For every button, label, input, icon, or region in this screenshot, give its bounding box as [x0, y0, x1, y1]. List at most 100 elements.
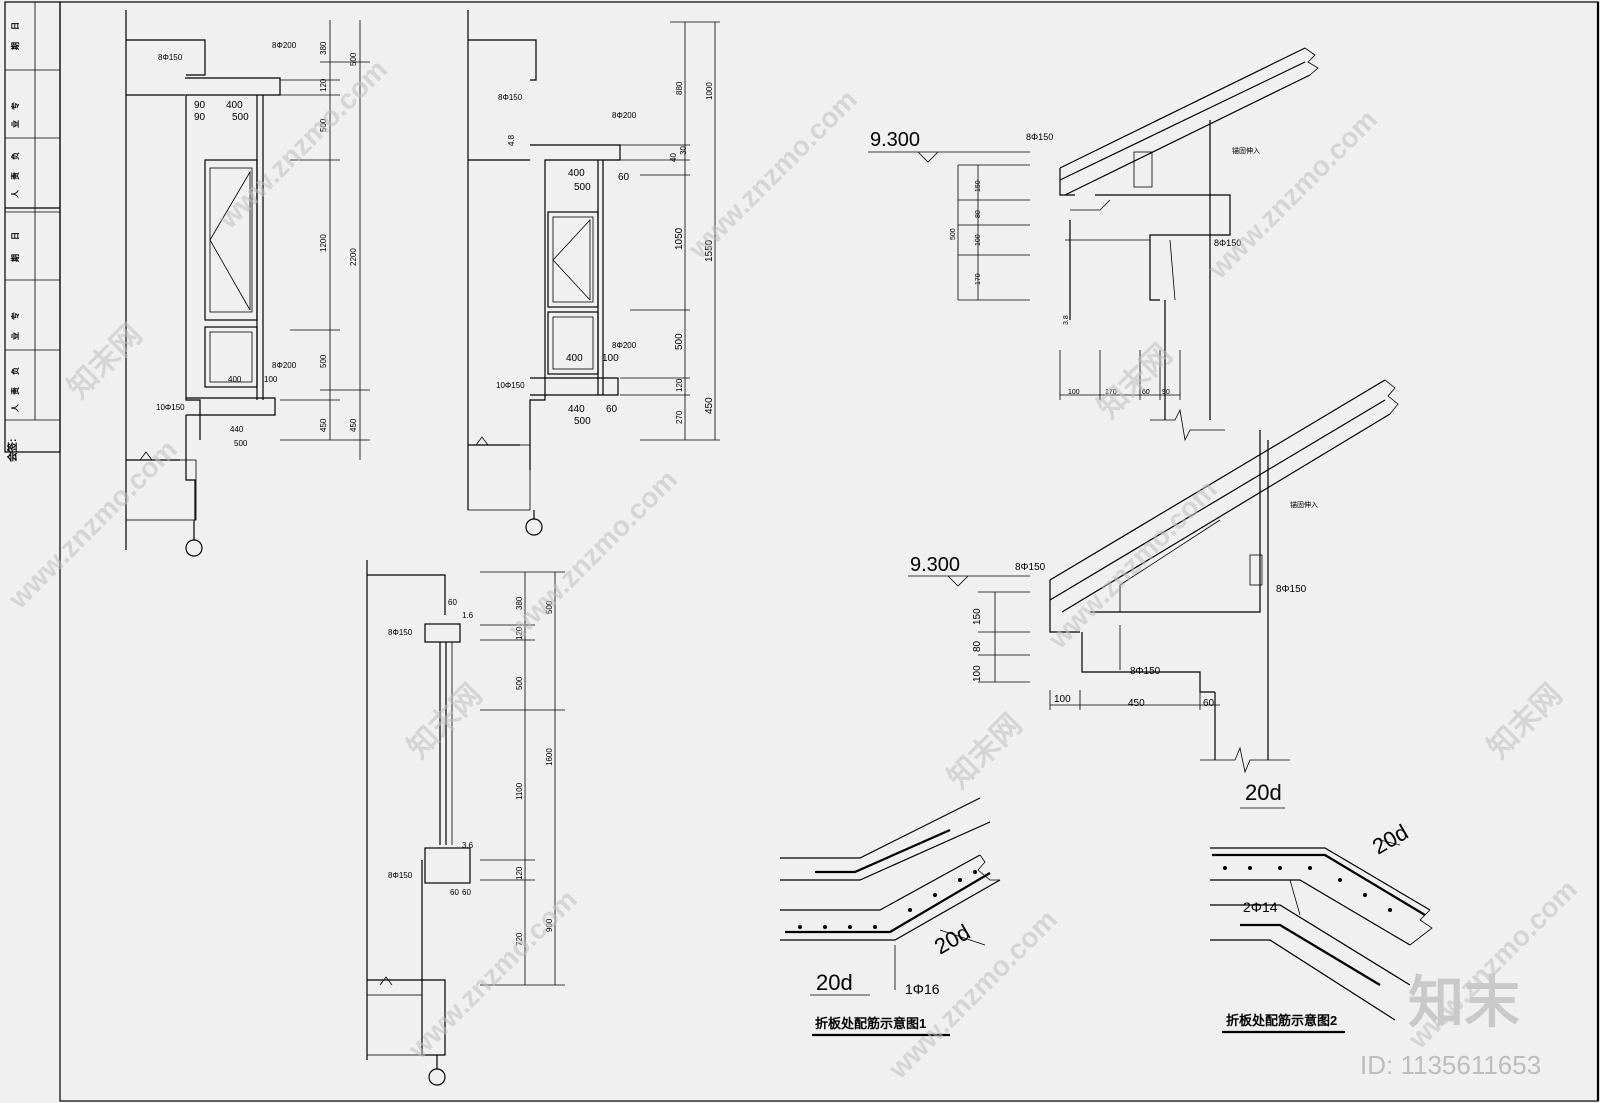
- d3-dim-h-1: 120: [515, 626, 524, 640]
- r2-rebar-3: 8Φ150: [1130, 666, 1161, 677]
- d2-dim-w-5: 440: [568, 404, 585, 415]
- d1-dim-w-3: 500: [232, 112, 249, 123]
- roof-eave-detail-1: 9.300 8Φ150 8Φ150 锚固伸入 3.8 150 80 100 17…: [868, 47, 1319, 442]
- r1-dim-v-1: 80: [975, 210, 982, 218]
- d2-dim-w-1: 60: [618, 172, 630, 183]
- d1-dim-h-6: 500: [349, 52, 358, 66]
- d2-dim-h-5: 120: [675, 378, 684, 392]
- r2-level: 9.300: [910, 554, 960, 576]
- d2-dim-h-8: 1550: [704, 239, 715, 262]
- r2-dim-v-2: 100: [972, 665, 983, 682]
- tb-char-6: 责: [10, 172, 20, 180]
- d3-dim-h-3: 1100: [515, 782, 524, 800]
- d3-dim-s-0: 60: [448, 598, 457, 607]
- tb-char-8: 日: [11, 232, 20, 240]
- d3-rebar-bot: 8Φ150: [388, 871, 413, 880]
- d3-dim-s-4: 60: [462, 888, 471, 897]
- r1-rebar-1: 8Φ150: [1026, 132, 1053, 142]
- r1-dim-h-2: 60: [1142, 389, 1150, 396]
- d2-dim-w-2: 500: [574, 182, 591, 193]
- tb-char-1: 日: [11, 22, 20, 30]
- d3-dim-h-6: 500: [545, 600, 554, 614]
- d1-rebar-top: 8Φ150: [158, 53, 183, 62]
- d1-dim-h-5: 450: [319, 418, 328, 432]
- d2-dim-w-7: 500: [574, 416, 591, 427]
- d2-dim-h-7: 1000: [705, 82, 714, 100]
- d1-dim-w-7: 500: [234, 439, 248, 448]
- d1-dim-w-5: 100: [264, 375, 278, 384]
- r1-dim-h-0: 100: [1068, 389, 1080, 396]
- tb-char-4: 业: [10, 120, 20, 128]
- r2-dim-h-1: 450: [1128, 698, 1145, 709]
- d1-rebar-mid: 8Φ200: [272, 361, 297, 370]
- d3-dim-h-8: 900: [545, 918, 554, 932]
- d3-dim-h-7: 1600: [545, 748, 554, 766]
- d1-dim-h-4: 500: [319, 354, 328, 368]
- d2-dim-h-3: 1050: [674, 227, 685, 250]
- watermark-brand: 知末: [1408, 971, 1520, 1034]
- r2-dim-h-0: 100: [1054, 694, 1071, 705]
- r2-dim-v-0: 150: [972, 608, 983, 625]
- d1-dim-w-6: 440: [230, 425, 244, 434]
- r2-note: 锚固伸入: [1290, 500, 1318, 509]
- tb-char-14: 人: [10, 403, 20, 412]
- r1-dim-v-0: 150: [975, 180, 982, 192]
- d1-dim-w-0: 90: [194, 100, 206, 111]
- title-block: 日 期 专 业 负 责 人 日 期 专 业 负 责 人 会签:: [4, 1, 61, 462]
- d3-dim-s-2: 3.6: [462, 841, 474, 850]
- d3-dim-h-5: 720: [515, 932, 524, 946]
- d3-dim-s-3: 60: [450, 888, 459, 897]
- fold1-d1: 20d: [816, 970, 853, 995]
- d3-dim-h-4: 120: [515, 866, 524, 880]
- fold2-bar: 2Φ14: [1243, 899, 1278, 915]
- tb-char-5: 负: [10, 152, 20, 160]
- d1-dim-h-7: 2200: [349, 248, 358, 266]
- r2-rebar-2: 8Φ150: [1276, 584, 1307, 595]
- d3-dim-h-2: 500: [515, 676, 524, 690]
- detail-1-wall-section: 8Φ150 8Φ200 8Φ200 10Φ150 90 400 90 500 4…: [125, 10, 370, 557]
- tb-char-9: 期: [10, 254, 20, 262]
- tb-char-2: 期: [10, 42, 20, 50]
- r1-dim-v-3: 170: [975, 273, 982, 285]
- d2-dim-a: 4.8: [507, 134, 516, 146]
- detail-3-wall-section: 8Φ150 8Φ150 60 1.6 3.6 60 60 380 120 500…: [366, 560, 565, 1086]
- r1-dim-a: 3.8: [1063, 315, 1070, 325]
- d2-rebar-bot: 10Φ150: [496, 381, 525, 390]
- d2-dim-h-9: 450: [704, 397, 715, 414]
- d1-dim-h-3: 1200: [319, 234, 328, 252]
- d2-dim-w-0: 400: [568, 168, 585, 179]
- d2-dim-h-4: 500: [674, 333, 685, 350]
- detail-2-wall-section: 8Φ150 8Φ200 8Φ200 10Φ150 4.8 400 60 500 …: [467, 10, 720, 536]
- r1-note: 锚固伸入: [1232, 146, 1260, 155]
- d2-dim-w-4: 100: [602, 353, 619, 364]
- d1-dim-w-1: 400: [226, 100, 243, 111]
- tb-char-12: 负: [10, 367, 20, 375]
- d2-rebar-top: 8Φ150: [498, 93, 523, 102]
- d2-dim-h-0: 880: [675, 81, 684, 95]
- d2-dim-w-6: 60: [606, 404, 618, 415]
- tb-char-13: 责: [10, 387, 20, 395]
- d2-dim-h-6: 270: [675, 410, 684, 424]
- d2-rebar-mid: 8Φ200: [612, 341, 637, 350]
- r1-dim-h-3: 90: [1162, 389, 1170, 396]
- d1-rebar-top2: 8Φ200: [272, 41, 297, 50]
- d3-dim-h-0: 380: [515, 596, 524, 610]
- fold1-bar: 1Φ16: [905, 981, 940, 997]
- d1-rebar-bot: 10Φ150: [156, 403, 185, 412]
- tb-char-7: 人: [10, 189, 20, 198]
- roof-eave-detail-2: 9.300 8Φ150 8Φ150 8Φ150 150 80 100 100 4…: [908, 379, 1399, 774]
- d3-dim-s-1: 1.6: [462, 611, 474, 620]
- d2-dim-h-2: 30: [679, 146, 688, 155]
- d1-dim-h-1: 120: [319, 78, 328, 92]
- r1-dim-v-4: 500: [950, 228, 957, 240]
- d1-dim-w-2: 90: [194, 112, 206, 123]
- fold2-caption: 折板处配筋示意图2: [1226, 1013, 1337, 1028]
- d2-rebar-top2: 8Φ200: [612, 111, 637, 120]
- d1-dim-h-8: 450: [349, 418, 358, 432]
- d2-dim-w-3: 400: [566, 353, 583, 364]
- r1-dim-v-2: 100: [975, 234, 982, 246]
- fold2-d1: 20d: [1245, 780, 1282, 805]
- watermark-id: ID: 1135611653: [1360, 1050, 1541, 1080]
- r1-level: 9.300: [870, 129, 920, 151]
